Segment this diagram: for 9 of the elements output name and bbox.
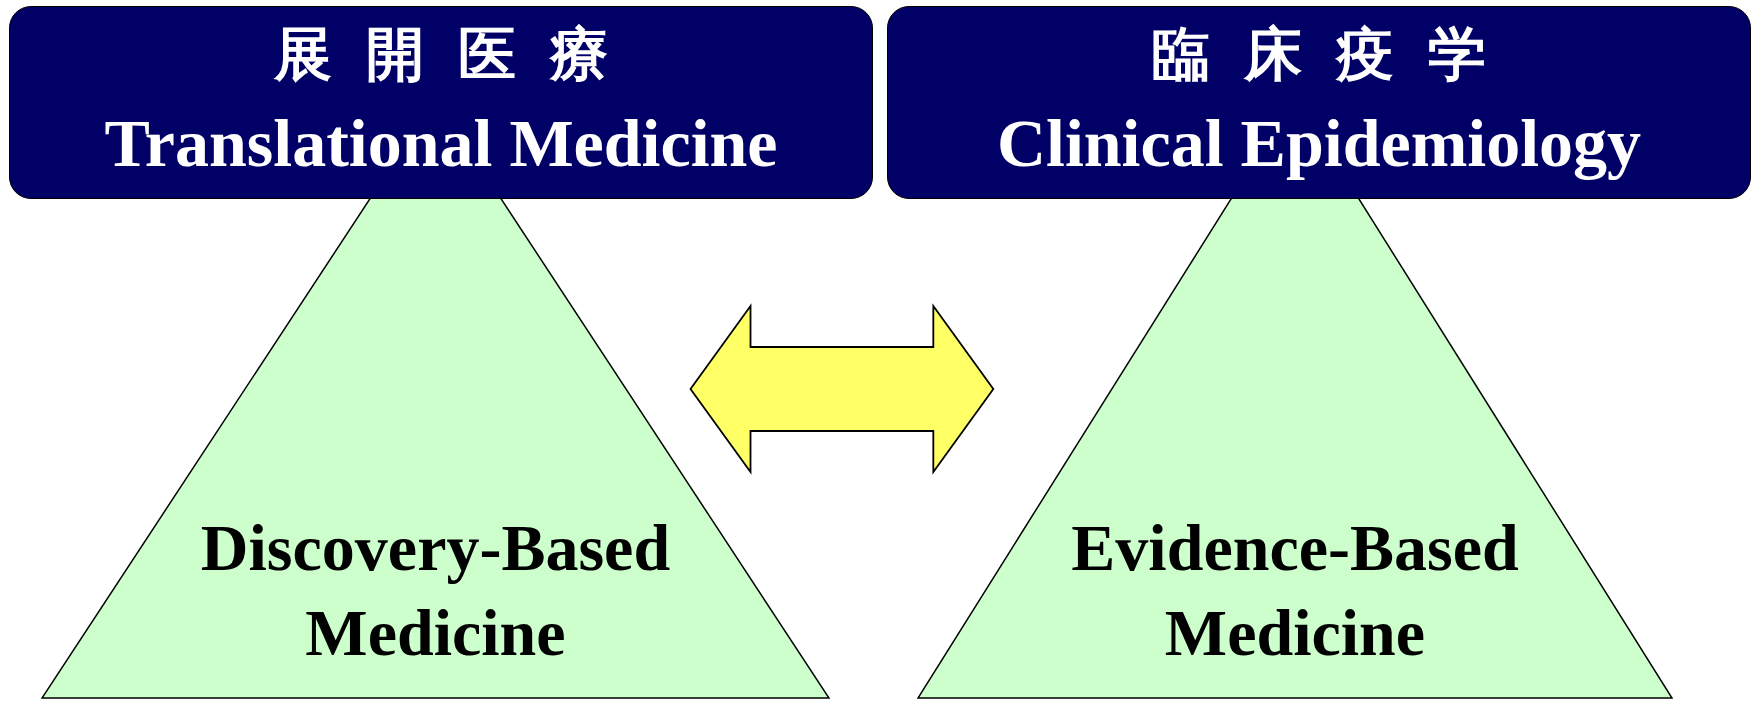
title-box: [9, 6, 873, 199]
triangle-label: Discovery-Based Medicine: [199, 510, 672, 671]
subheading-text: Translational Medicine: [103, 105, 779, 181]
triangle-label: Evidence-Based Medicine: [1070, 510, 1520, 671]
subheading-text: Clinical Epidemiology: [995, 105, 1643, 181]
double-arrow: [689, 303, 995, 475]
heading-text: 展開医療: [272, 19, 643, 89]
title-box: [887, 6, 1751, 199]
heading-text: 臨床疫学: [1151, 19, 1521, 89]
